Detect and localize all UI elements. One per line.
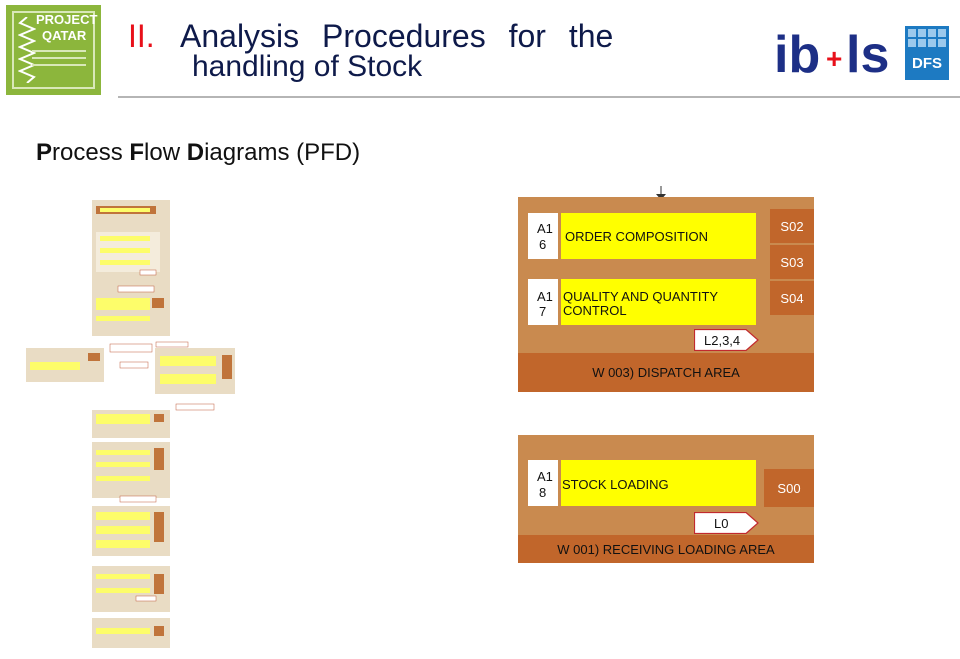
quality-code-bottom: 7 <box>539 304 547 319</box>
quality-label-line1: QUALITY AND QUANTITY <box>563 289 719 304</box>
stock-code-top: A1 <box>537 469 553 484</box>
status-s03: S03 <box>770 245 814 279</box>
location-tag-icon <box>694 329 759 351</box>
page-title-line1: Analysis Procedures for the <box>180 18 614 54</box>
order-code-bottom: 6 <box>539 237 547 252</box>
quality-label-line2: CONTROL <box>563 303 627 318</box>
dfs-logo: DFS <box>905 26 949 80</box>
quality-code-box <box>528 279 558 325</box>
order-composition-label: ORDER COMPOSITION <box>565 229 709 244</box>
svg-text:ls: ls <box>846 26 889 84</box>
status-s02: S02 <box>770 209 814 243</box>
location-tag: L0 <box>714 516 729 531</box>
pfd-thumbnail <box>0 190 260 654</box>
status-s04: S04 <box>770 281 814 315</box>
dfs-logo-icon: DFS <box>908 29 946 72</box>
ib-ls-logo-icon: ib + ls <box>774 26 889 84</box>
dispatch-area-bar: W 003) DISPATCH AREA <box>518 353 814 392</box>
pfd-thumbnail-graphic <box>26 200 235 648</box>
page-title-line2: handling of Stock <box>192 50 423 83</box>
svg-text:ib: ib <box>774 26 820 84</box>
order-code-top: A1 <box>537 221 553 236</box>
logo-text-line1: PROJECT <box>36 12 98 27</box>
logo-divider <box>32 57 86 59</box>
stock-loading-label: STOCK LOADING <box>562 477 669 492</box>
logo-zigzag-icon <box>18 17 36 83</box>
receiving-panel: A1 8 STOCK LOADING S00 L0 W 001) RECEIVI… <box>518 435 814 563</box>
dispatch-panel: A1 6 ORDER COMPOSITION S02 S03 A1 7 QUAL… <box>518 197 814 392</box>
quality-control-box <box>561 279 756 325</box>
logo-frame <box>12 11 95 89</box>
project-qatar-logo: PROJECT QATAR <box>6 5 101 95</box>
stock-code-bottom: 8 <box>539 485 547 500</box>
status-s00: S00 <box>764 469 814 507</box>
title-number: II. <box>128 18 155 54</box>
logo-divider <box>32 64 86 66</box>
section-subtitle: Process Flow Diagrams (PFD) <box>36 139 361 166</box>
order-composition-box <box>561 213 756 259</box>
stock-loading-box <box>561 460 756 506</box>
stock-code-box <box>528 460 558 506</box>
quality-code-top: A1 <box>537 289 553 304</box>
ib-ls-logo: ib + ls <box>772 24 902 89</box>
location-tag: L2,3,4 <box>704 333 741 348</box>
receiving-area-bar: W 001) RECEIVING LOADING AREA <box>518 535 814 563</box>
location-tag-icon <box>694 512 759 534</box>
logo-divider <box>32 50 86 52</box>
logo-text-line2: QATAR <box>42 28 87 43</box>
svg-text:DFS: DFS <box>912 55 942 72</box>
svg-text:+: + <box>826 43 842 74</box>
header-divider <box>118 96 960 98</box>
order-code-box <box>528 213 558 259</box>
